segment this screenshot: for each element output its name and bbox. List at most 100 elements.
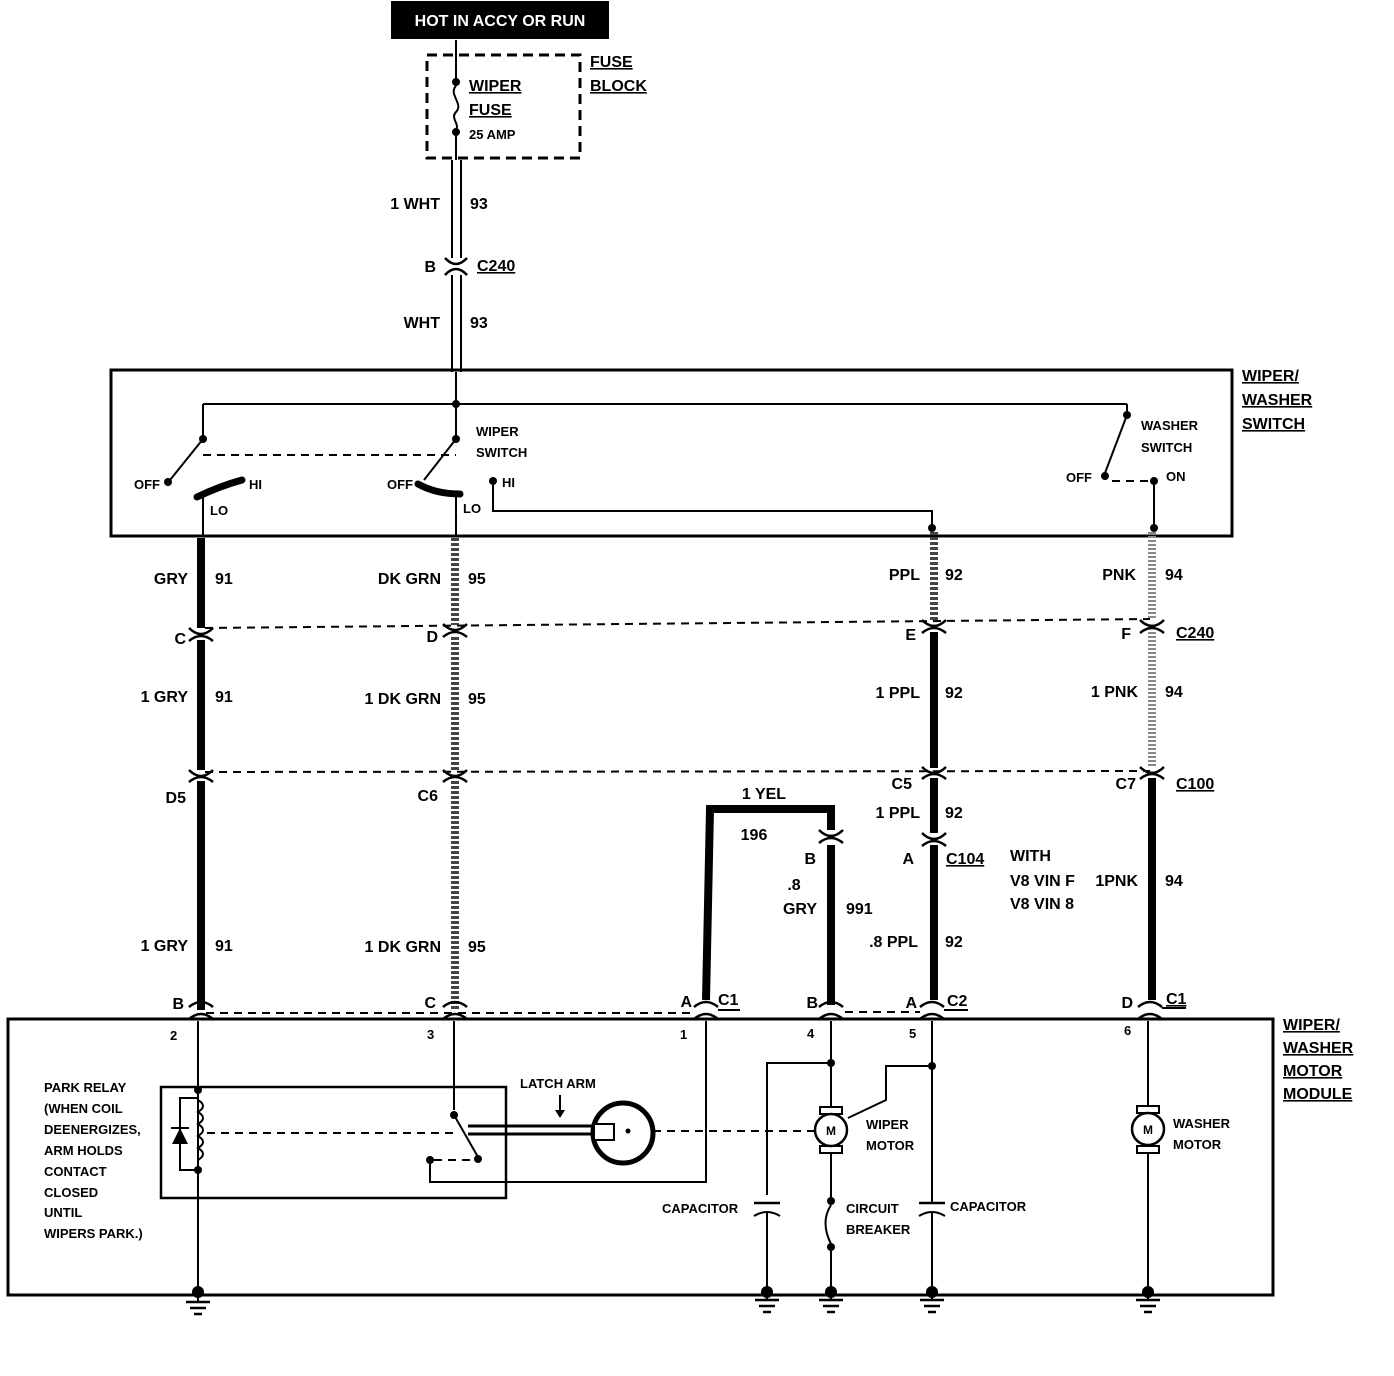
washer-switch-blade [1104, 414, 1128, 474]
dkgrn-upper-color: DK GRN [378, 571, 441, 588]
relay-coil [196, 1099, 204, 1161]
svg-text:WIPERS PARK.): WIPERS PARK.) [44, 1226, 143, 1241]
note-with-line1: WITH [1010, 848, 1051, 865]
connector-c240-feed-top [444, 257, 468, 266]
wiper-switch-lo: LO [463, 501, 481, 516]
ppl-pin-c100: C5 [892, 776, 913, 793]
terminal-1: 1 [680, 1027, 687, 1042]
dkgrn-lower-circuit: 95 [468, 939, 486, 956]
svg-text:PARK RELAY: PARK RELAY [44, 1080, 127, 1095]
ppl-mid-circuit: 92 [945, 685, 963, 702]
capacitor-right-label: CAPACITOR [950, 1199, 1027, 1214]
switch-title-line1: WIPER/ [1242, 368, 1299, 385]
washer-switch-label-line2: SWITCH [1141, 440, 1192, 455]
washer-switch-label-line1: WASHER [1141, 418, 1199, 433]
wire-yel-196 [702, 805, 835, 1001]
gry-pin-c100: D5 [166, 790, 187, 807]
note-with-line3: V8 VIN 8 [1010, 896, 1074, 913]
washer-switch-off: OFF [1066, 470, 1092, 485]
park-relay-box [159, 1085, 508, 1200]
svg-text:CONTACT: CONTACT [44, 1164, 107, 1179]
wiper-washer-motor-module-box [6, 1017, 1275, 1297]
connector-c104-label: C104 [946, 851, 984, 868]
ppl-c100-circuit: 92 [945, 805, 963, 822]
hi-to-ppl-line [492, 485, 933, 528]
switch-title-line2: WASHER [1242, 392, 1313, 409]
pnk-pin-c240: F [1121, 626, 1131, 643]
feed-wire-bottom-color: WHT [404, 315, 441, 332]
yel-circuit: 196 [741, 827, 768, 844]
terminal-4: 4 [807, 1026, 815, 1041]
gry-lower-color: 1 GRY [141, 938, 189, 955]
connector-c240-row [188, 618, 1165, 642]
circuit-breaker-symbol [824, 1204, 832, 1245]
gry991-circuit: 991 [846, 901, 873, 918]
dkgrn-pin-module: C [424, 995, 436, 1012]
switch-title-line3: SWITCH [1242, 416, 1305, 433]
wiper-switch-hi: HI [502, 475, 515, 490]
fuse-name-line2: FUSE [469, 102, 512, 119]
ppl-upper-color: PPL [889, 567, 920, 584]
pnk-upper-color: PNK [1102, 567, 1136, 584]
left-switch-hi: HI [249, 477, 262, 492]
motor-module-title-line3: MOTOR [1283, 1063, 1343, 1080]
dkgrn-upper-circuit: 95 [468, 571, 486, 588]
pnk-lower-circuit: 94 [1165, 873, 1183, 890]
pnk-lower-color: 1PNK [1095, 873, 1138, 890]
gry991-pin-top: B [804, 851, 816, 868]
terminal-3: 3 [427, 1027, 434, 1042]
gry-pin-module: B [172, 996, 184, 1013]
left-switch-off: OFF [134, 477, 160, 492]
gry-lower-circuit: 91 [215, 938, 233, 955]
wiper-motor-label-line2: MOTOR [866, 1138, 915, 1153]
module-connector-c1-left: C1 [718, 992, 739, 1009]
svg-text:(WHEN COIL: (WHEN COIL [44, 1101, 123, 1116]
motor-module-title-line1: WIPER/ [1283, 1017, 1340, 1034]
connector-c240-label: C240 [1176, 625, 1214, 642]
svg-text:DEENERGIZES,: DEENERGIZES, [44, 1122, 141, 1137]
circuit-breaker-label-line1: CIRCUIT [846, 1201, 899, 1216]
terminal-6: 6 [1124, 1023, 1131, 1038]
motor-module-title-line4: MODULE [1283, 1086, 1353, 1103]
motor-module-title-line2: WASHER [1283, 1040, 1354, 1057]
feed-wire-bottom-circuit: 93 [470, 315, 488, 332]
ppl-lower-color: .8 PPL [869, 934, 918, 951]
module-connector-c2: C2 [947, 993, 968, 1010]
relay-diode [172, 1128, 188, 1144]
fuse-rating: 25 AMP [469, 127, 516, 142]
svg-text:UNTIL: UNTIL [44, 1205, 82, 1220]
gry991-color-line2: GRY [783, 901, 817, 918]
feed-wire-top-circuit: 93 [470, 196, 488, 213]
wiper-motor-m: M [826, 1124, 836, 1138]
washer-switch-on: ON [1166, 469, 1186, 484]
wiper-washer-switch-box [109, 368, 1234, 538]
pnk-mid-circuit: 94 [1165, 684, 1183, 701]
ppl-mid-color: 1 PPL [876, 685, 921, 702]
washer-motor-label-line1: WASHER [1173, 1116, 1231, 1131]
terminal-5: 5 [909, 1026, 916, 1041]
ppl-c100-color: 1 PPL [876, 805, 921, 822]
svg-text:ARM HOLDS: ARM HOLDS [44, 1143, 123, 1158]
circuit-breaker-label-line2: BREAKER [846, 1222, 911, 1237]
fuse-symbol [452, 85, 460, 131]
connector-c100-row [188, 766, 1165, 783]
relay-contact-arm [453, 1114, 479, 1158]
dkgrn-pin-c240: D [426, 629, 438, 646]
power-source-label: HOT IN ACCY OR RUN [415, 13, 586, 30]
gry-pin-c240: C [174, 631, 186, 648]
washer-motor-m: M [1143, 1123, 1153, 1137]
park-relay-description: PARK RELAY (WHEN COIL DEENERGIZES, ARM H… [44, 1080, 143, 1241]
fuse-block-title-line2: BLOCK [590, 78, 647, 95]
gry-mid-circuit: 91 [215, 689, 233, 706]
ppl-lower-circuit: 92 [945, 934, 963, 951]
pnk-mid-color: 1 PNK [1091, 684, 1139, 701]
svg-text:CLOSED: CLOSED [44, 1185, 98, 1200]
dkgrn-lower-color: 1 DK GRN [365, 939, 441, 956]
wiper-switch-off: OFF [387, 477, 413, 492]
fuse-block-title-line1: FUSE [590, 54, 633, 71]
wiper-motor-label-line1: WIPER [866, 1117, 909, 1132]
connector-c100-label: C100 [1176, 776, 1214, 793]
dkgrn-pin-c100: C6 [418, 788, 439, 805]
left-switch-lo: LO [210, 503, 228, 518]
